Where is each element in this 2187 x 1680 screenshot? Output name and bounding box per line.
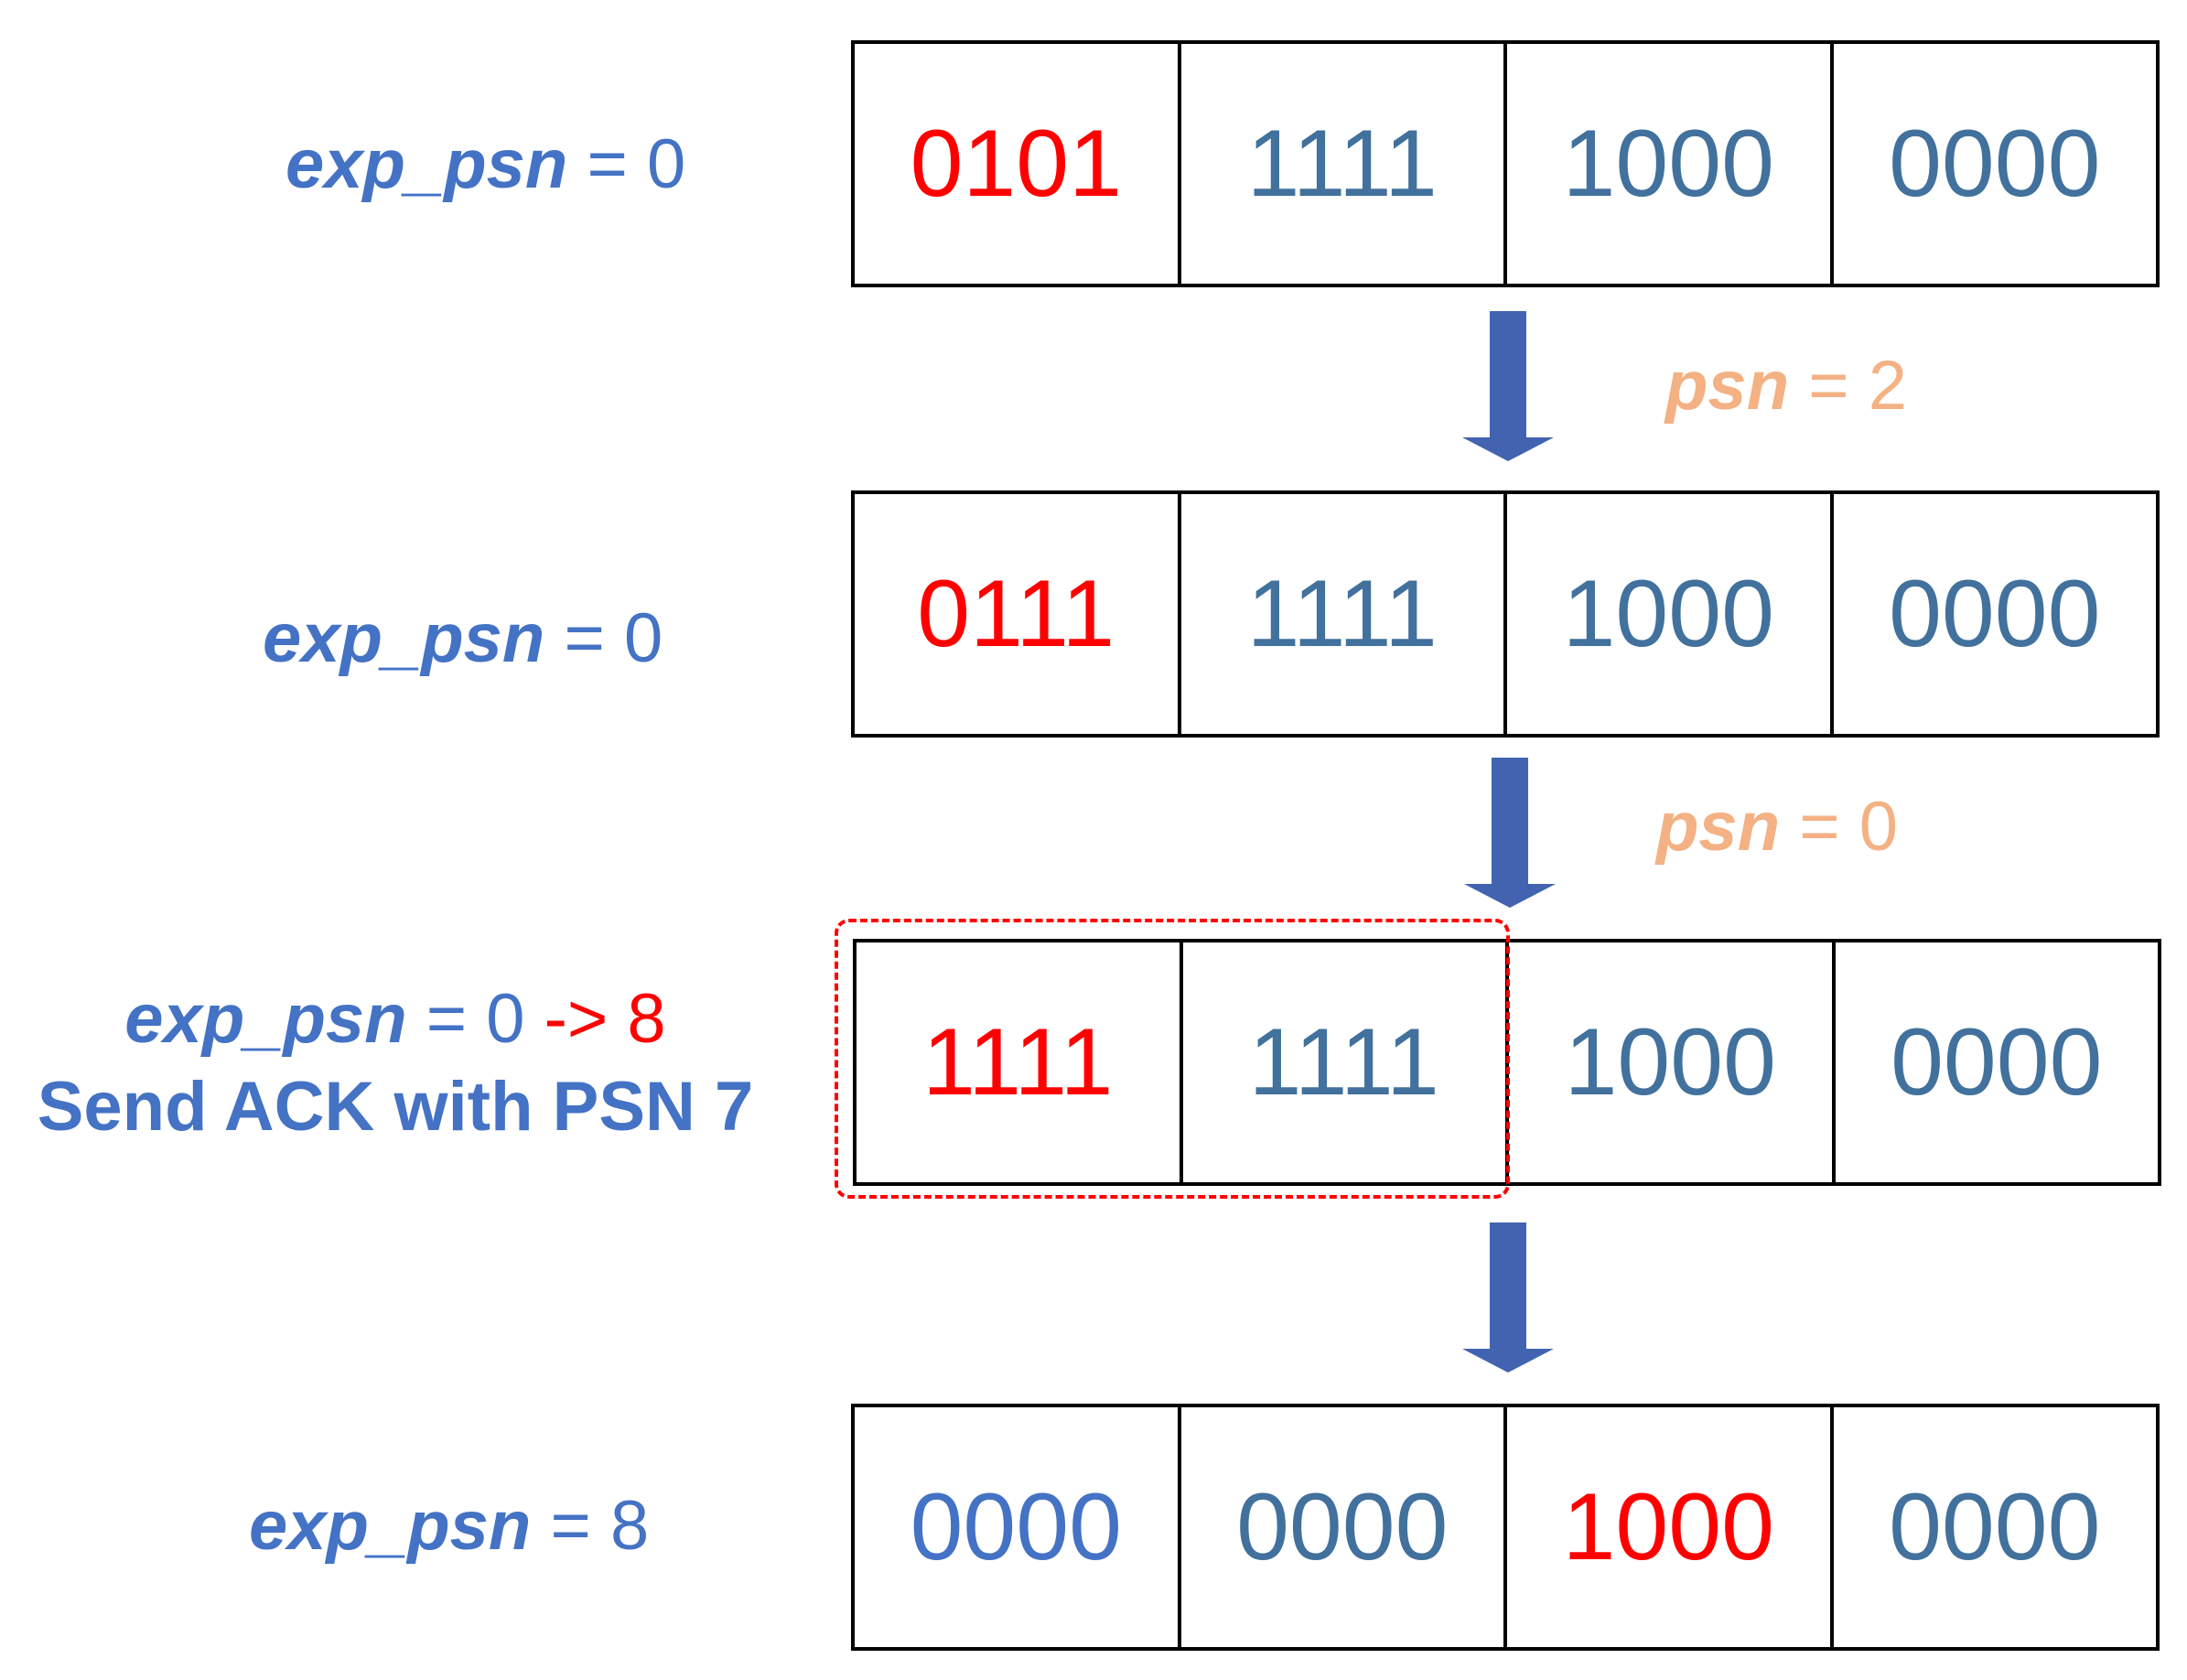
- step-2-bitmap: 0111 1111 1000 0000: [851, 490, 2160, 738]
- exp-psn-var: exp_psn: [249, 1487, 532, 1565]
- psn-value: = 0: [1780, 788, 1899, 866]
- bitmap-cell: 1000: [1503, 490, 1834, 738]
- down-arrow-icon: [1464, 758, 1556, 908]
- exp-psn-value: = 8: [531, 1487, 650, 1565]
- step-4-label: exp_psn = 8: [249, 1492, 649, 1561]
- bitmap-cell: 0000: [1829, 40, 2160, 287]
- send-ack-text: Send ACK with PSN 7: [37, 1068, 754, 1146]
- bitmap-cell: 0111: [851, 490, 1181, 738]
- step-3-label: exp_psn = 0 -> 8 Send ACK with PSN 7: [20, 985, 770, 1142]
- bitmap-cell: 0000: [1829, 1404, 2160, 1651]
- bitmap-cell: 1111: [1179, 939, 1509, 1186]
- exp-psn-var: exp_psn: [285, 125, 568, 203]
- step-2-label: exp_psn = 0: [263, 604, 663, 673]
- bitmap-cell: 1000: [1505, 939, 1836, 1186]
- exp-psn-var: exp_psn: [263, 599, 545, 677]
- psn-value: = 2: [1789, 347, 1908, 425]
- exp-psn-var: exp_psn: [124, 980, 407, 1058]
- bitmap-cell: 0000: [851, 1404, 1181, 1651]
- bitmap-cell: 1000: [1503, 40, 1834, 287]
- transition-2-psn: psn = 0: [1656, 792, 1898, 862]
- bitmap-cell: 0000: [1829, 490, 2160, 738]
- down-arrow-icon: [1462, 311, 1554, 461]
- bitmap-cell: 1111: [853, 939, 1183, 1186]
- step-4-bitmap: 0000 0000 1000 0000: [851, 1404, 2160, 1651]
- step-1-bitmap: 0101 1111 1000 0000: [851, 40, 2160, 287]
- down-arrow-icon: [1462, 1222, 1554, 1373]
- transition-1-psn: psn = 2: [1665, 351, 1907, 421]
- exp-psn-change: -> 8: [544, 980, 666, 1058]
- exp-psn-value: = 0: [544, 599, 663, 677]
- step-1-label: exp_psn = 0: [285, 130, 685, 199]
- bitmap-cell: 1111: [1177, 490, 1507, 738]
- step-3-bitmap: 1111 1111 1000 0000: [853, 939, 2161, 1186]
- exp-psn-value: = 0: [567, 125, 686, 203]
- psn-var: psn: [1665, 347, 1790, 425]
- bitmap-cell: 0000: [1177, 1404, 1507, 1651]
- bitmap-cell: 1111: [1177, 40, 1507, 287]
- bitmap-cell: 1000: [1503, 1404, 1834, 1651]
- exp-psn-value: = 0: [406, 980, 544, 1058]
- psn-var: psn: [1656, 788, 1781, 866]
- bitmap-cell: 0101: [851, 40, 1181, 287]
- bitmap-cell: 0000: [1831, 939, 2161, 1186]
